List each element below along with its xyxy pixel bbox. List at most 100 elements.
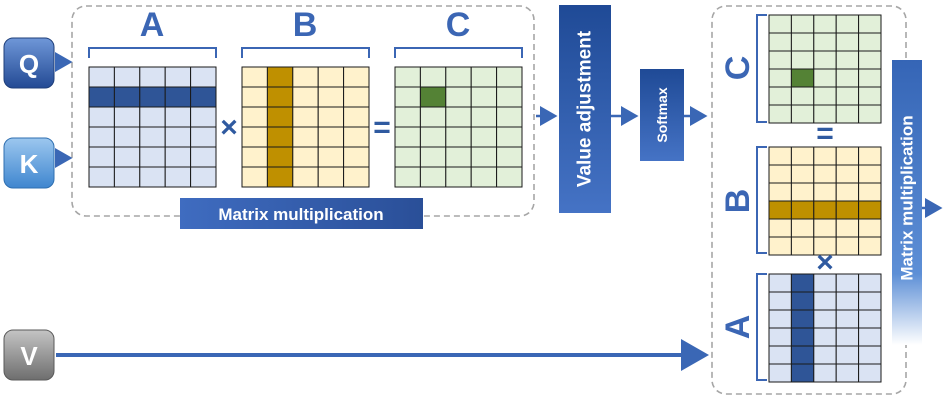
matrix-cell [835,363,860,383]
right-group-box [711,5,907,395]
matrix-cell-highlighted [790,345,815,365]
matrix-cell [768,68,792,88]
matrix-cell [835,104,860,124]
right-b-label: B [719,189,757,214]
matrix-cell [835,32,860,52]
matrix-cell [190,126,217,148]
matrix-cell [858,104,882,124]
k-key: K [3,137,55,189]
matrix-cell [241,66,268,88]
matrix-cell [496,86,523,108]
matrix-cell [343,66,370,88]
matrix-cell-highlighted [419,86,447,108]
matrix-cell [813,327,837,347]
matrix-cell-highlighted [266,106,294,128]
left-b-label: B [293,6,318,44]
matrix-cell [139,146,166,168]
matrix-cell [88,146,115,168]
matrix-cell [470,66,498,88]
matrix-cell [835,236,860,256]
matrix-cell-highlighted [266,166,294,188]
matrix-cell [858,218,882,238]
matrix-cell [394,126,421,148]
matrix-cell-highlighted [858,200,882,220]
left-caption-text: Matrix multiplication [218,205,383,224]
matrix-cell [813,50,837,70]
matrix-cell [496,126,523,148]
matrix-cell [813,32,837,52]
matrix-cell [790,182,815,202]
right-matrix-c [768,14,882,124]
matrix-cell [419,166,447,188]
matrix-cell [419,66,447,88]
matrix-cell [768,309,792,329]
matrix-cell [835,345,860,365]
matrix-cell-highlighted [266,66,294,88]
matrix-cell [164,126,192,148]
left-caption-banner: Matrix multiplication [180,198,423,229]
matrix-cell [768,14,792,34]
matrix-cell [470,146,498,168]
matrix-cell [343,166,370,188]
matrix-cell [139,126,166,148]
matrix-cell [164,146,192,168]
matrix-cell [317,66,345,88]
matrix-cell [858,273,882,293]
matrix-cell [858,327,882,347]
matrix-cell [419,106,447,128]
matrix-cell [445,146,472,168]
matrix-cell-highlighted [790,327,815,347]
matrix-cell-highlighted [790,273,815,293]
left-times-sign: × [220,111,238,144]
softmax-banner: Softmax [640,69,684,161]
left-equals-sign: = [373,111,391,144]
matrix-cell-highlighted [266,126,294,148]
matrix-cell [858,363,882,383]
matrix-cell [768,86,792,106]
matrix-cell [768,182,792,202]
left-b-bracket [241,47,370,58]
matrix-cell [835,68,860,88]
matrix-cell [813,68,837,88]
matrix-cell [419,146,447,168]
matrix-cell-highlighted [88,86,115,108]
matrix-cell [394,106,421,128]
matrix-cell [835,182,860,202]
q-label: Q [19,49,39,79]
matrix-cell [419,126,447,148]
matrix-cell [858,32,882,52]
matrix-cell [164,166,192,188]
matrix-cell [113,146,141,168]
matrix-cell [394,86,421,108]
right-equals-sign: = [816,117,834,150]
matrix-cell [88,126,115,148]
right-matrix-a [768,273,882,383]
matrix-cell-highlighted [190,86,217,108]
matrix-cell [858,50,882,70]
matrix-cell [241,146,268,168]
matrix-cell [768,291,792,311]
matrix-cell [190,106,217,128]
matrix-cell [190,166,217,188]
matrix-cell [813,363,837,383]
matrix-cell [768,363,792,383]
matrix-cell [790,164,815,184]
right-a-bracket [756,273,767,381]
matrix-cell [768,164,792,184]
right-caption-banner: Matrix multiplication [892,60,922,345]
matrix-cell [343,106,370,128]
matrix-cell [858,291,882,311]
matrix-cell [139,106,166,128]
matrix-cell [835,273,860,293]
matrix-cell [470,126,498,148]
matrix-cell [88,166,115,188]
matrix-cell [835,291,860,311]
matrix-cell [768,345,792,365]
matrix-cell [835,309,860,329]
matrix-cell [835,164,860,184]
matrix-cell [445,66,472,88]
matrix-cell [113,126,141,148]
matrix-cell [190,146,217,168]
matrix-cell [394,146,421,168]
matrix-cell [496,106,523,128]
